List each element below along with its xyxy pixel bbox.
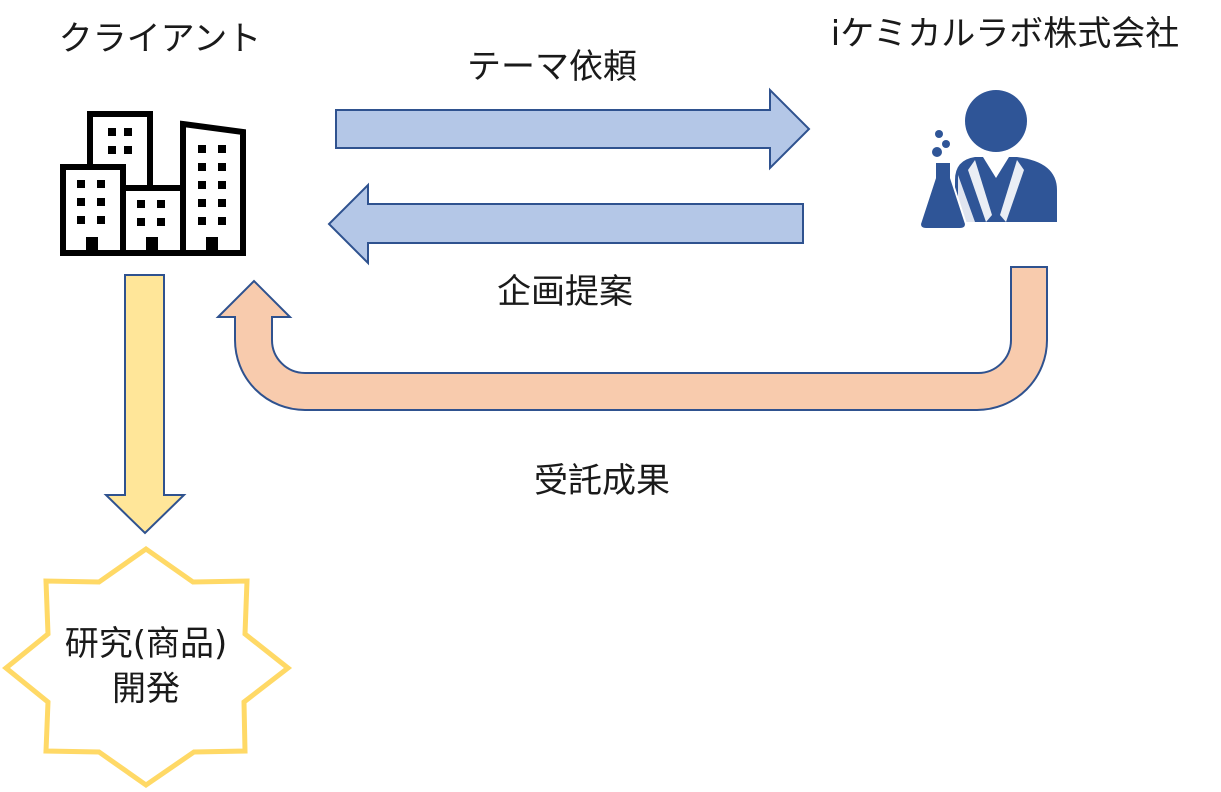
office-buildings-icon [60,111,246,256]
development-arrow [103,274,187,535]
client-label: クライアント [59,19,262,59]
results-label: 受託成果 [534,461,670,501]
company-label: iケミカルラボ株式会社 [831,14,1179,54]
development-label-line1: 研究(商品) [65,624,228,664]
request-label: テーマ依頼 [467,47,637,87]
results-arrow [215,266,1048,411]
development-label-line2: 開発 [112,669,180,709]
request-arrow [335,87,811,171]
scientist-with-flask-icon [918,90,1057,230]
development-starburst [2,545,293,789]
proposal-label: 企画提案 [497,272,633,312]
proposal-arrow [327,182,804,266]
